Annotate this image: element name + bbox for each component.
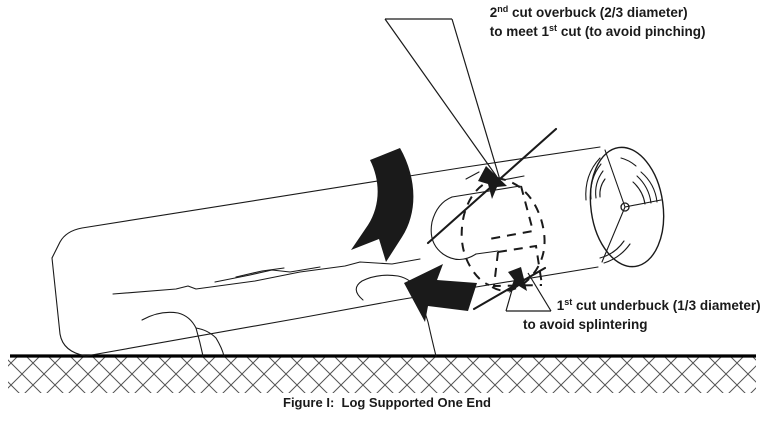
log-growth-ring-7 [632, 181, 646, 205]
log-growth-ring-6 [636, 175, 652, 204]
motion-arrows [351, 148, 477, 322]
second-cut-callout-line2: to meet 1st cut (to avoid pinching) [456, 23, 732, 39]
top-callout-arrowhead [478, 166, 507, 199]
log-radial-crack-2 [624, 199, 662, 208]
log-falling-arrow [351, 148, 414, 262]
log-cut-face-left-bottom [475, 250, 499, 255]
log-end-outline [589, 146, 665, 268]
log-right-top-edge [465, 146, 601, 168]
callout-leaders [384, 18, 552, 312]
log-growth-ring-1 [585, 157, 601, 201]
underbuck-kerf-hidden-2 [492, 251, 543, 288]
figure-caption: Figure I: Log Supported One End [283, 395, 491, 410]
log-growth-ring-9 [599, 240, 625, 259]
ground [8, 354, 756, 393]
first-cut-callout-line2: to avoid splintering [523, 317, 648, 332]
log-growth-ring-8 [620, 157, 637, 167]
log-radial-crack-3 [601, 206, 626, 263]
log-growth-ring-10 [603, 243, 631, 264]
hidden-cut-geometry [460, 177, 546, 292]
second-cut-callout-line1: 2nd cut overbuck (2/3 diameter) [456, 4, 714, 20]
log-growth-ring-2 [590, 163, 602, 200]
top-arrowhead-whisker-1 [465, 171, 480, 180]
log-radial-crack-1 [604, 149, 626, 208]
top-callout-leader-2 [451, 18, 501, 181]
underbuck-cut-line [472, 266, 547, 311]
log-branch-stub-2 [141, 311, 204, 357]
log-grain-line-3 [235, 267, 285, 278]
log-grain-line-1 [112, 258, 421, 295]
log-cut-face-left [430, 196, 477, 261]
log-growth-ring-5 [640, 171, 658, 203]
log-growth-ring-3 [595, 170, 604, 199]
bottom-callout-leader-2 [527, 272, 552, 312]
cut-plane-ellipse-left [460, 177, 498, 286]
first-cut-callout-line1: 1st cut underbuck (1/3 diameter) [523, 297, 775, 313]
log-pith [620, 202, 630, 212]
log-branch-stub-2b [195, 327, 225, 357]
log-growth-ring-4 [599, 178, 606, 198]
log-lifting-arrow [404, 264, 477, 322]
annotation-texts: 2nd cut overbuck (2/3 diameter) to meet … [456, 4, 775, 332]
ground-hatching [8, 357, 756, 393]
top-arrowhead-whisker-2 [502, 175, 525, 181]
log-top-edge [51, 166, 467, 259]
bottom-callout-arrowhead [508, 267, 527, 293]
top-callout-leader-1 [384, 18, 498, 178]
log-right-bottom-edge [469, 266, 599, 289]
log-left-end [51, 257, 87, 357]
log-end-face [585, 146, 665, 268]
log-grain-line-2 [214, 266, 321, 283]
